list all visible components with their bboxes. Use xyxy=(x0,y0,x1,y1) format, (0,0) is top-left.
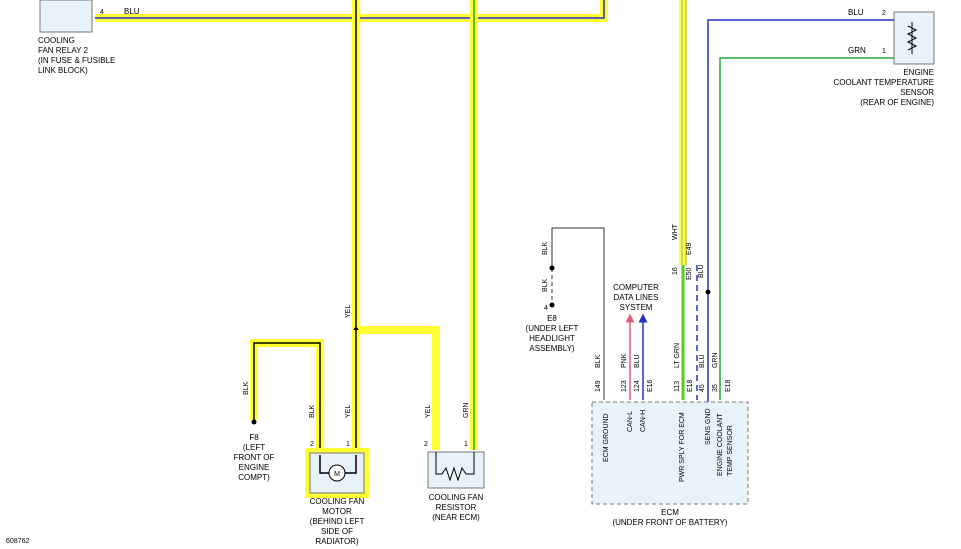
relay-label-4: LINK BLOCK) xyxy=(38,66,88,75)
motor-label-5: RADIATOR) xyxy=(315,537,359,546)
ecm-wire-grn: GRN xyxy=(712,352,719,368)
ecm-internal-ect-2: TEMP SENSOR xyxy=(727,425,734,476)
motor-wire-yel: YEL xyxy=(345,405,352,418)
relay-label-1: COOLING xyxy=(38,36,75,45)
ecm-pin-124: 124 xyxy=(634,380,641,392)
ecm-pin-149: 149 xyxy=(595,380,602,392)
fan-resistor: YEL GRN 2 1 COOLING FAN RESISTOR (NEAR E… xyxy=(424,402,485,522)
f8-label-2: (LEFT xyxy=(243,443,265,452)
top-bus xyxy=(95,0,687,450)
ecm: BLK PNK BLU LT GRN BLU GRN 149 123 124 E… xyxy=(591,343,749,527)
resistor-label-2: RESISTOR xyxy=(436,503,477,512)
e8-label-1: E8 xyxy=(547,314,557,323)
ecm-pin-35: 35 xyxy=(712,384,719,392)
motor-pin-1: 1 xyxy=(346,441,350,448)
e8-wire-1: BLK xyxy=(542,241,549,255)
resistor-wire-grn: GRN xyxy=(463,402,470,418)
motor-wire-blk: BLK xyxy=(309,404,316,418)
ecm-wire-blu-1: BLU xyxy=(634,354,641,368)
ecm-conn-e18-1: E18 xyxy=(687,379,694,392)
relay-wire-label: BLU xyxy=(124,7,140,16)
ecm-label-1: ECM xyxy=(661,508,679,517)
motor-label-4: SIDE OF xyxy=(321,527,353,536)
fan-circuit: BLK F8 (LEFT FRONT OF ENGINE COMPT) BLK … xyxy=(234,305,369,546)
relay-label-2: FAN RELAY 2 xyxy=(38,46,89,55)
ecm-wire-pnk: PNK xyxy=(621,353,628,368)
ect-sensor: BLU GRN 2 1 ENGINE COOLANT TEMPERATURE S… xyxy=(707,8,935,410)
e8-label-2: (UNDER LEFT xyxy=(526,324,579,333)
ecm-internal-ground: ECM GROUND xyxy=(603,413,610,462)
f8-label-1: F8 xyxy=(249,433,259,442)
ect-wire-grn: GRN xyxy=(848,46,866,55)
cooling-fan-relay: 4 BLU COOLING FAN RELAY 2 (IN FUSE & FUS… xyxy=(38,0,140,75)
relay-label-3: (IN FUSE & FUSIBLE xyxy=(38,56,115,65)
ecm-internal-ect-1: ENGINE COOLANT xyxy=(717,413,724,476)
ecm-internal-canh: CAN-H xyxy=(640,410,647,432)
ect-label-2: COOLANT TEMPERATURE xyxy=(834,78,934,87)
motor-pin-2: 2 xyxy=(310,441,314,448)
ground-e8: BLK BLK 4 E8 (UNDER LEFT HEADLIGHT ASSEM… xyxy=(526,227,605,400)
computer-data-lines: COMPUTER DATA LINES SYSTEM xyxy=(613,283,659,400)
e8-pin: 4 xyxy=(544,305,548,312)
figure-number: 608762 xyxy=(6,538,29,545)
ecm-internal-canl: CAN-L xyxy=(627,411,634,432)
pwr-wire-wht: WHT xyxy=(672,223,679,240)
f8-label-5: COMPT) xyxy=(238,473,270,482)
ecm-conn-e16: E16 xyxy=(647,379,654,392)
pwr-pin-e50: E50 xyxy=(686,267,693,280)
pwr-branch: WHT 16 E49 E50 BLU xyxy=(672,223,711,400)
ecm-wire-blk: BLK xyxy=(595,354,602,368)
ect-label-3: SENSOR xyxy=(900,88,934,97)
ect-pin-1: 1 xyxy=(882,48,886,55)
pwr-pin-16: 16 xyxy=(672,267,679,275)
e8-label-3: HEADLIGHT xyxy=(529,334,575,343)
e8-wire-2: BLK xyxy=(542,278,549,292)
pwr-wire-blu: BLU xyxy=(698,264,705,278)
resistor-wire-yel: YEL xyxy=(425,405,432,418)
resistor-pin-1: 1 xyxy=(464,441,468,448)
ecm-internal-pwr: PWR SPLY FOR ECM xyxy=(679,412,686,482)
motor-label-3: (BEHIND LEFT xyxy=(310,517,365,526)
f8-label-3: FRONT OF xyxy=(234,453,275,462)
ecm-pin-123: 123 xyxy=(621,380,628,392)
ecm-label-2: (UNDER FRONT OF BATTERY) xyxy=(612,518,727,527)
e8-label-4: ASSEMBLY) xyxy=(529,344,575,353)
ecm-conn-e18-2: E18 xyxy=(725,379,732,392)
ect-pin-2: 2 xyxy=(882,10,886,17)
motor-label-2: MOTOR xyxy=(322,507,352,516)
motor-symbol: M xyxy=(334,471,340,478)
resistor-label-1: COOLING FAN xyxy=(429,493,484,502)
data-lines-label-2: DATA LINES xyxy=(613,293,658,302)
f8-wire: BLK xyxy=(243,381,250,395)
ecm-pin-45: 45 xyxy=(699,384,706,392)
f8-label-4: ENGINE xyxy=(239,463,270,472)
pwr-pin-e49: E49 xyxy=(686,242,693,255)
ecm-pin-113: 113 xyxy=(674,381,681,392)
ect-label-4: (REAR OF ENGINE) xyxy=(860,98,934,107)
motor-label-1: COOLING FAN xyxy=(310,497,365,506)
ecm-wire-blu-2: BLU xyxy=(699,354,706,368)
center-wire-yel: YEL xyxy=(345,305,352,318)
ect-label-1: ENGINE xyxy=(903,68,934,77)
data-lines-label-1: COMPUTER xyxy=(613,283,659,292)
relay-pin: 4 xyxy=(100,9,104,16)
resistor-label-3: (NEAR ECM) xyxy=(432,513,480,522)
ecm-internal-sensgnd: SENS GND xyxy=(705,408,712,445)
ect-wire-blu: BLU xyxy=(848,8,864,17)
ecm-wire-ltgrn: LT GRN xyxy=(674,343,681,368)
data-lines-label-3: SYSTEM xyxy=(620,303,653,312)
resistor-pin-2: 2 xyxy=(424,441,428,448)
